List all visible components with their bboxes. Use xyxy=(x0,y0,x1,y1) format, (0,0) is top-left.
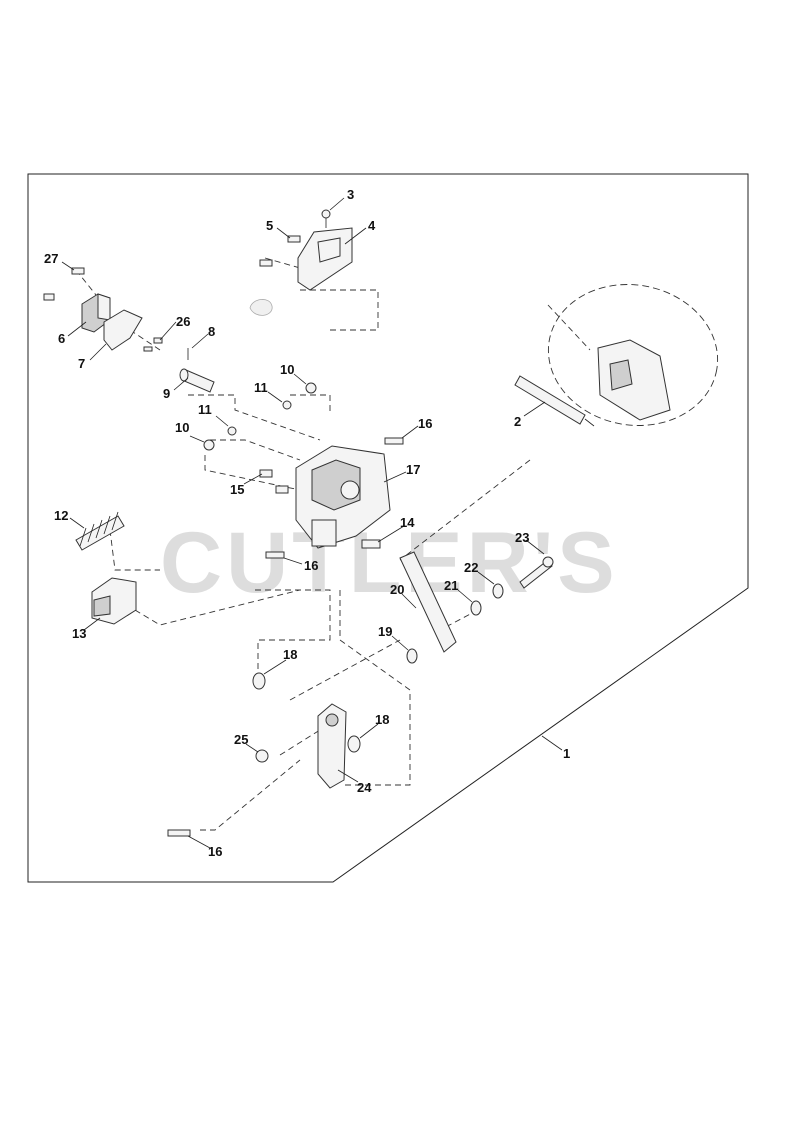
callout-23: 23 xyxy=(515,530,529,545)
callout-5: 5 xyxy=(266,218,273,233)
part-plate-7 xyxy=(103,309,143,351)
callout-21: 21 xyxy=(444,578,458,593)
part-nut-10b xyxy=(203,439,215,451)
callout-2: 2 xyxy=(514,414,521,429)
callout-11a: 11 xyxy=(254,380,268,395)
assembly-dashed-lines xyxy=(75,257,591,831)
callout-20: 20 xyxy=(390,582,404,597)
callout-8: 8 xyxy=(208,324,215,339)
callout-10b: 10 xyxy=(175,420,189,435)
callout-leaders xyxy=(61,197,563,849)
part-bolt-16a xyxy=(384,437,404,445)
callout-12: 12 xyxy=(54,508,68,523)
part-solenoid-13 xyxy=(91,577,137,625)
part-bolt-23 xyxy=(519,556,554,589)
part-bolt-16b xyxy=(265,551,285,559)
part-washer-19 xyxy=(406,648,418,664)
watermark-text: CUTLER'S xyxy=(160,515,619,611)
callout-22: 22 xyxy=(464,560,478,575)
callout-16c: 16 xyxy=(208,844,222,859)
callout-13: 13 xyxy=(72,626,86,641)
part-nut-10a xyxy=(305,382,317,394)
part-housing-17 xyxy=(295,445,391,549)
callout-10a: 10 xyxy=(280,362,294,377)
callout-25: 25 xyxy=(234,732,248,747)
part-motor-6 xyxy=(81,293,111,333)
part-bolt-14 xyxy=(361,539,381,549)
part-bracket-4 xyxy=(297,227,353,291)
part-spring-12 xyxy=(75,511,125,551)
callout-27: 27 xyxy=(44,251,58,266)
callout-3: 3 xyxy=(347,187,354,202)
part-shaft-9 xyxy=(179,368,215,393)
callout-16b: 16 xyxy=(304,558,318,573)
part-lever-20 xyxy=(399,551,457,653)
part-strut-2 xyxy=(514,284,719,427)
callout-4: 4 xyxy=(368,218,376,233)
part-nut-11b xyxy=(227,426,237,436)
part-washer-22 xyxy=(492,583,504,599)
part-screw-26 xyxy=(143,337,163,352)
callout-16a: 16 xyxy=(418,416,432,431)
callout-7: 7 xyxy=(78,356,85,371)
part-washer-18b xyxy=(347,735,361,753)
part-nut-25 xyxy=(255,749,269,763)
callout-14: 14 xyxy=(400,515,415,530)
callout-9: 9 xyxy=(163,386,170,401)
callout-26: 26 xyxy=(176,314,190,329)
assembly-frame xyxy=(27,173,749,883)
part-knob-faded xyxy=(249,299,273,316)
part-screw-5 xyxy=(259,235,301,267)
callout-15: 15 xyxy=(230,482,244,497)
part-bolt-15 xyxy=(259,469,289,494)
callout-17: 17 xyxy=(406,462,420,477)
part-screw-27 xyxy=(43,267,85,301)
callout-6: 6 xyxy=(58,331,65,346)
part-nut-11a xyxy=(282,400,292,410)
part-washer-21 xyxy=(470,600,482,616)
callout-19: 19 xyxy=(378,624,392,639)
part-pedal-bracket-24 xyxy=(317,703,347,789)
callout-numbers: 3 4 5 27 6 26 7 8 9 10 11 11 10 2 16 17 … xyxy=(44,187,570,859)
callout-24: 24 xyxy=(357,780,372,795)
part-screw-3 xyxy=(321,209,331,228)
part-washer-18a xyxy=(252,672,266,690)
callout-18a: 18 xyxy=(283,647,297,662)
part-bolt-16c xyxy=(167,829,191,837)
callout-11b: 11 xyxy=(198,402,212,417)
callout-18b: 18 xyxy=(375,712,389,727)
callout-1: 1 xyxy=(563,746,570,761)
